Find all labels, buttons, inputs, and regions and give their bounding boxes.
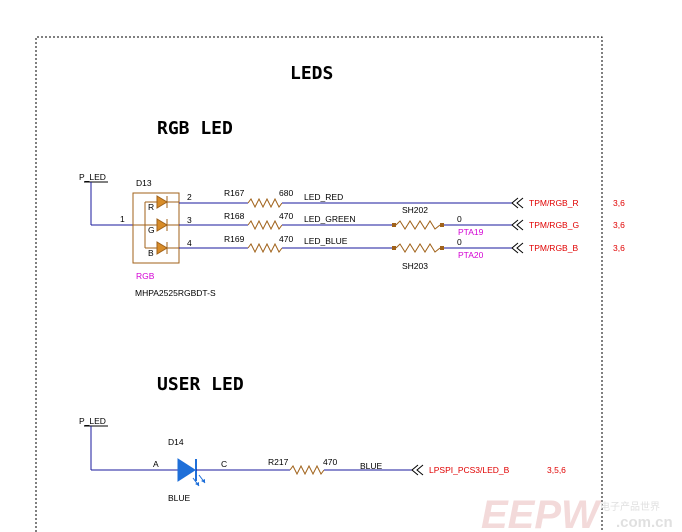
user-led-circuit: P_LED D14 A C BLUE R217 470 BLUE LPSPI_P… [79,416,566,503]
r217-value: 470 [323,457,337,467]
r169-value: 470 [279,234,293,244]
led-inner-label-r: R [148,202,154,212]
net-led-red: LED_RED [304,192,343,202]
resistor-r167 [247,197,283,209]
sh203-value: 0 [457,237,462,247]
d14-anode-label: A [153,459,159,469]
user-led-diode [177,458,206,487]
led-element-green: G [145,218,179,235]
pin-2-label: 2 [187,192,192,202]
svg-text:3,6: 3,6 [613,198,625,208]
d14-color: BLUE [168,493,191,503]
resistor-r169 [247,242,283,254]
rgb-led-ref: D13 [136,178,152,188]
power-label-user: P_LED [79,416,106,426]
pin-4-label: 4 [187,238,192,248]
sheet-border [35,36,603,532]
sh203-ref: SH203 [402,261,428,271]
led-inner-label-g: G [148,225,155,235]
watermark-logo: EEPW [481,493,602,532]
rgb-led-part: MHPA2525RGBDT-S [135,288,216,298]
sh202-ref: SH202 [402,205,428,215]
power-label-rgb: P_LED [79,172,106,182]
svg-text:TPM/RGB_B: TPM/RGB_B [529,243,578,253]
svg-text:TPM/RGB_R: TPM/RGB_R [529,198,579,208]
svg-text:LPSPI_PCS3/LED_B: LPSPI_PCS3/LED_B [429,465,510,475]
r169-ref: R169 [224,234,245,244]
r167-ref: R167 [224,188,245,198]
net-pta19: PTA19 [458,227,484,237]
d14-cathode-label: C [221,459,227,469]
led-element-blue: B [145,241,179,258]
svg-text:3,6: 3,6 [613,243,625,253]
r167-value: 680 [279,188,293,198]
watermark-cn: 电子产品世界 [600,500,660,513]
svg-text:TPM/RGB_G: TPM/RGB_G [529,220,579,230]
sh202-value: 0 [457,214,462,224]
rgb-led-name: RGB [136,271,155,281]
pin-common-label: 1 [120,214,125,224]
port-lpspi-pcs3-led-b: LPSPI_PCS3/LED_B 3,5,6 [411,464,566,476]
led-element-red: R [145,195,179,212]
shunt-sh202 [392,220,444,230]
shunt-sh203 [392,243,444,253]
port-tpm-rgb-b: TPM/RGB_B 3,6 [511,242,625,254]
rgb-led-circuit: P_LED 1 D13 RGB MHPA2525RGBDT-S R G [79,172,625,298]
port-tpm-rgb-r: TPM/RGB_R 3,6 [511,197,625,209]
r217-ref: R217 [268,457,289,467]
watermark-url: .com.cn [616,514,673,531]
port-tpm-rgb-g: TPM/RGB_G 3,6 [511,219,625,231]
svg-text:3,6: 3,6 [613,220,625,230]
svg-text:3,5,6: 3,5,6 [547,465,566,475]
net-led-green: LED_GREEN [304,214,356,224]
net-pta20: PTA20 [458,250,484,260]
section-heading-user: USER LED [157,374,244,395]
net-led-blue: LED_BLUE [304,236,348,246]
sheet-title: LEDS [290,63,333,84]
resistor-r168 [247,219,283,231]
section-heading-rgb: RGB LED [157,118,233,139]
eepw-watermark: EEPW 电子产品世界 .com.cn [481,493,673,532]
d14-ref: D14 [168,437,184,447]
net-blue: BLUE [360,461,383,471]
rgb-led-body [132,192,180,264]
r168-value: 470 [279,211,293,221]
resistor-r217 [289,464,325,476]
led-inner-label-b: B [148,248,154,258]
r168-ref: R168 [224,211,245,221]
pin-3-label: 3 [187,215,192,225]
